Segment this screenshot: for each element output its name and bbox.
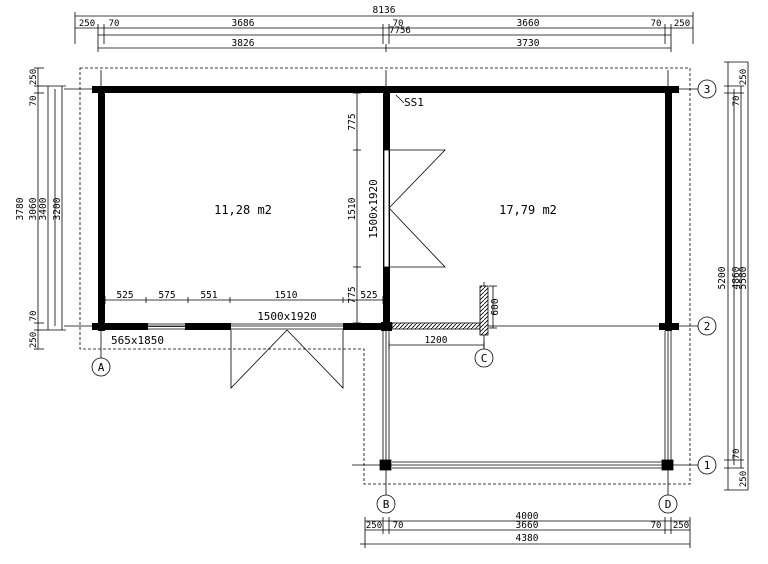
dim-3400: 3400	[38, 197, 49, 220]
dim-bottom-250-b: 250	[673, 521, 689, 531]
dim-right-250-a: 250	[739, 69, 749, 85]
axis-a-label: A	[98, 361, 105, 374]
axis-2-label: 2	[704, 320, 711, 333]
axis-d-bubble	[658, 494, 678, 514]
top-dims	[74, 12, 694, 52]
dim-5200: 5200	[717, 266, 728, 289]
axis-2-bubble	[697, 316, 717, 336]
dim-4860: 4860	[731, 266, 742, 289]
terrace-frame	[379, 331, 674, 471]
window-opening	[148, 323, 185, 330]
dim-3730: 3730	[517, 38, 540, 49]
axis-3-bubble	[697, 79, 717, 99]
right-dims	[724, 61, 749, 491]
dim-top-70-c: 70	[651, 19, 662, 29]
dim-3826: 3826	[232, 38, 255, 49]
dim-bottom-3660: 3660	[516, 520, 539, 531]
dim-1200: 1200	[425, 335, 448, 346]
dim-left-70-a: 70	[29, 96, 39, 107]
axis-b-label: B	[383, 498, 390, 511]
left-room-area: 11,28 m2	[214, 203, 272, 217]
dim-1510-horizontal: 1510	[275, 290, 298, 301]
right-room-area: 17,79 m2	[499, 203, 557, 217]
wall-left	[98, 86, 105, 331]
wall-right	[665, 86, 672, 331]
dim-left-250-a: 250	[29, 69, 39, 85]
dim-3060: 3060	[28, 197, 39, 220]
dim-8136: 8136	[373, 5, 396, 16]
interior-door-label: 1500x1920	[367, 179, 380, 239]
dim-3780: 3780	[15, 197, 26, 220]
dim-right-70-b: 70	[732, 449, 742, 460]
axis-1-label: 1	[704, 459, 711, 472]
dim-bottom-70-a: 70	[393, 521, 404, 531]
axis-b-bubble	[376, 494, 396, 514]
dim-7756: 7756	[389, 26, 411, 36]
dim-bottom-250-a: 250	[366, 521, 382, 531]
axis-c-bubble	[474, 348, 494, 368]
interior-door-opening	[383, 149, 446, 268]
interior-dims	[104, 92, 497, 349]
dim-3660: 3660	[517, 18, 540, 29]
dim-left-250-b: 250	[29, 332, 39, 348]
axis-1-bubble	[697, 455, 717, 475]
dim-top-250-a: 250	[79, 19, 95, 29]
dim-775-b: 775	[347, 286, 358, 303]
axis-3-label: 3	[704, 83, 711, 96]
dim-4380: 4380	[516, 533, 539, 544]
window-label: 565x1850	[111, 334, 164, 347]
left-dims	[34, 67, 66, 350]
dim-600: 600	[490, 298, 501, 315]
dim-5580: 5580	[738, 266, 749, 289]
front-door-label: 1500x1920	[257, 310, 317, 323]
ss1-label: SS1	[404, 96, 424, 109]
axis-a-bubble	[91, 357, 111, 377]
dim-bottom-70-b: 70	[651, 521, 662, 531]
partition	[391, 285, 489, 336]
wall-bottom-left-a	[92, 323, 148, 330]
dim-right-70-a: 70	[732, 96, 742, 107]
dim-top-70-b: 70	[393, 19, 404, 29]
dim-4000: 4000	[516, 511, 539, 522]
grid-bubbles	[91, 79, 717, 514]
dim-575: 575	[158, 290, 175, 301]
front-door-opening	[230, 323, 344, 389]
wall-bottom-left-b	[185, 323, 231, 330]
dim-left-70-b: 70	[29, 311, 39, 322]
axis-d-label: D	[665, 498, 672, 511]
dim-525-a: 525	[116, 290, 133, 301]
dim-top-70-a: 70	[109, 19, 120, 29]
dim-551: 551	[200, 290, 217, 301]
dim-525-b: 525	[360, 290, 377, 301]
axis-c-label: C	[481, 352, 488, 365]
dim-775-a: 775	[347, 113, 358, 130]
roof-outline	[79, 67, 691, 485]
dim-3686: 3686	[232, 18, 255, 29]
dim-3200: 3200	[52, 197, 63, 220]
dim-1510-vertical: 1510	[347, 197, 358, 220]
wall-bottom-left-c	[343, 323, 390, 330]
bottom-dims	[360, 517, 691, 548]
dim-top-250-b: 250	[674, 19, 690, 29]
wall-bottom-right	[659, 323, 679, 330]
dim-right-250-b: 250	[739, 471, 749, 487]
